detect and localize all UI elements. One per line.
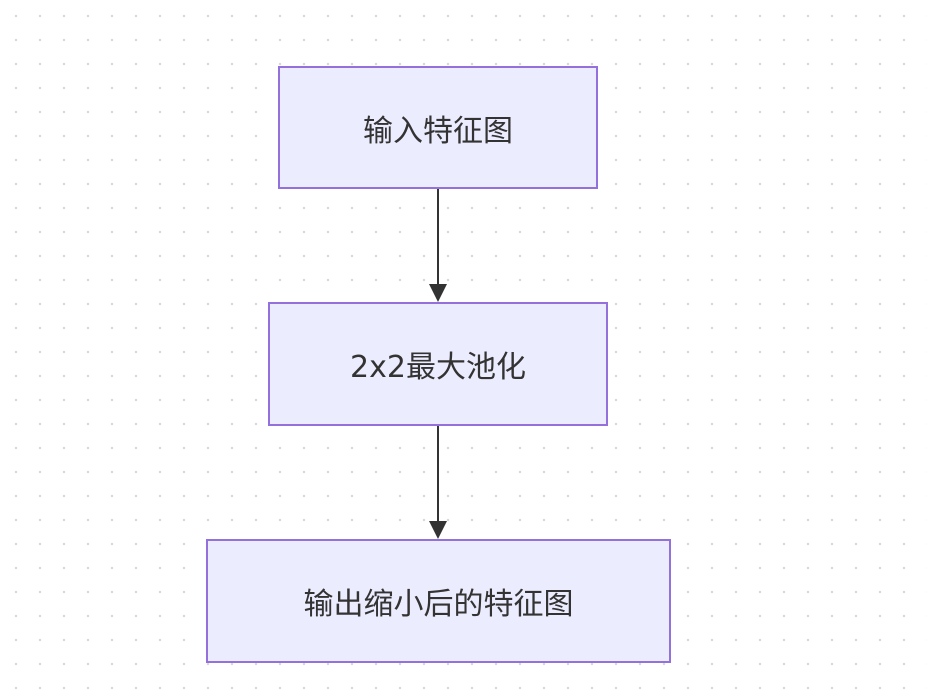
node-max-pooling: 2x2最大池化 (268, 302, 608, 426)
node-output-feature-map: 输出缩小后的特征图 (206, 539, 671, 663)
arrowhead-icon (429, 284, 447, 302)
arrowhead-icon (429, 521, 447, 539)
edge-input-to-pooling (429, 189, 447, 302)
node-label: 输入特征图 (363, 113, 513, 149)
node-input-feature-map: 输入特征图 (278, 66, 598, 189)
node-label: 输出缩小后的特征图 (303, 587, 574, 622)
edge-pooling-to-output (429, 426, 447, 539)
node-label: 2x2最大池化 (350, 350, 526, 385)
